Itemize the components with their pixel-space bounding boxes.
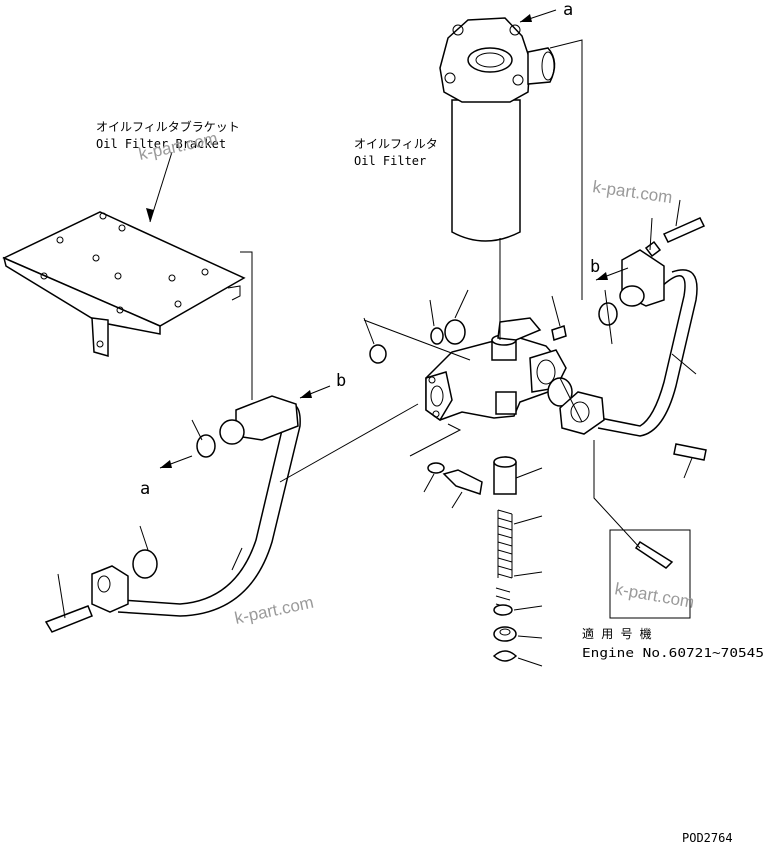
washer-right bbox=[644, 240, 662, 258]
filter-label-en: Oil Filter bbox=[354, 154, 426, 168]
gasket bbox=[369, 344, 387, 364]
watermark: k-part.com bbox=[233, 593, 315, 628]
filter-housing bbox=[425, 317, 567, 422]
bolt-right-top bbox=[662, 217, 706, 243]
bracket-label-en: Oil Filter Bracket bbox=[96, 137, 226, 151]
bracket-label-jp: オイルフィルタブラケット bbox=[96, 119, 240, 134]
bolt-right-bottom bbox=[673, 443, 707, 461]
ref-b-right: b bbox=[590, 257, 600, 277]
ref-a-left: a bbox=[140, 479, 150, 499]
left-pipe bbox=[91, 395, 301, 617]
drawing-number: POD2764 bbox=[682, 831, 733, 845]
o-ring-left bbox=[132, 549, 158, 579]
applicability-box bbox=[609, 529, 691, 619]
watermark: k-part.com bbox=[591, 177, 673, 207]
washer-centre bbox=[427, 462, 445, 474]
ref-a-top: a bbox=[563, 0, 573, 20]
bolt-left bbox=[44, 605, 93, 633]
relief-valve-parts bbox=[492, 456, 518, 662]
o-ring-left-top bbox=[196, 434, 216, 458]
oil-filter bbox=[439, 17, 556, 242]
o-ring bbox=[444, 319, 466, 345]
reference-arrows bbox=[159, 9, 629, 469]
engine-number: Engine No.60721~70545 bbox=[582, 646, 764, 660]
ref-b-left: b bbox=[336, 371, 346, 391]
filter-label-jp: オイルフィルタ bbox=[354, 137, 438, 151]
plug bbox=[551, 325, 567, 341]
right-pipe bbox=[559, 249, 698, 437]
o-ring-small bbox=[430, 327, 444, 345]
bolt-applicable bbox=[634, 540, 674, 569]
leader-lines bbox=[57, 39, 697, 667]
applicable-label-jp: 適 用 号 機 bbox=[582, 626, 652, 641]
bolt-centre bbox=[442, 469, 483, 495]
oil-filter-bracket bbox=[2, 211, 246, 357]
watermark: k-part.com bbox=[613, 579, 695, 612]
